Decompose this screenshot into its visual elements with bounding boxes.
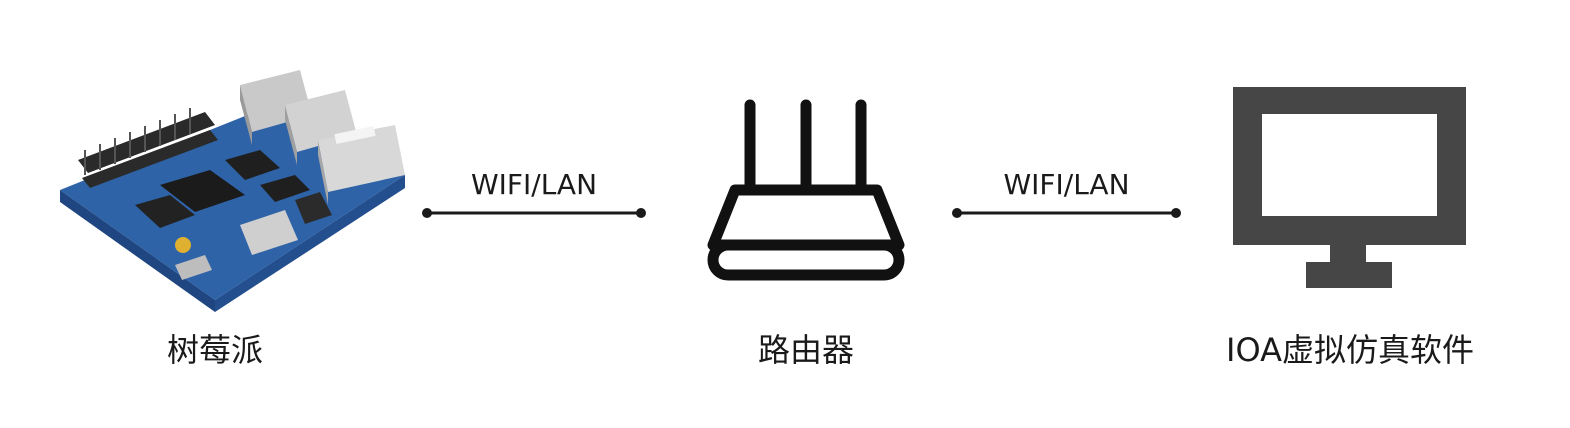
router-icon xyxy=(707,99,905,281)
software-label: IOA虚拟仿真软件 xyxy=(1226,331,1474,369)
device-label: 树莓派 xyxy=(166,331,263,369)
connection-label-1: WIFI/LAN xyxy=(470,168,598,201)
connection-label-2: WIFI/LAN xyxy=(1003,168,1130,201)
monitor-icon xyxy=(1233,87,1466,288)
single-board-computer-icon xyxy=(60,70,405,312)
connection-line-1 xyxy=(422,208,646,218)
connection-line-2 xyxy=(952,208,1181,218)
router-label: 路由器 xyxy=(757,331,854,369)
